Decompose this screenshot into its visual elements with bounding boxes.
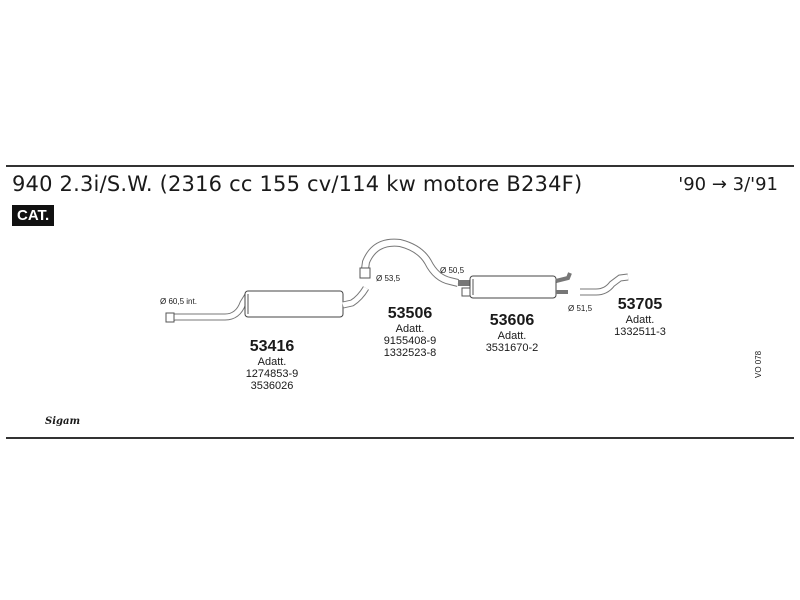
dimension-label-intermediate: Ø 53,5 bbox=[376, 274, 401, 283]
part-53416-drawing[interactable] bbox=[165, 286, 370, 323]
adapt-label: Adatt. bbox=[395, 323, 425, 335]
adapt-label: Adatt. bbox=[257, 356, 287, 368]
oem-reference: 1332523-8 bbox=[383, 347, 437, 359]
model-title: 940 2.3i/S.W. (2316 cc 155 cv/114 kw mot… bbox=[12, 172, 583, 196]
oem-reference: 3536026 bbox=[250, 380, 294, 392]
dimension-label-rear: Ø 50,5 bbox=[440, 266, 465, 275]
dimension-label-tail: Ø 51,5 bbox=[568, 304, 593, 313]
part-53506-drawing[interactable] bbox=[359, 238, 459, 287]
oem-reference: 1274853-9 bbox=[245, 368, 299, 380]
part-label-53705: 53705 Adatt. 1332511-3 bbox=[600, 296, 680, 338]
part-label-53606: 53606 Adatt. 3531670-2 bbox=[472, 312, 552, 354]
oem-reference: 3531670-2 bbox=[485, 342, 539, 354]
part-code: 53506 bbox=[387, 305, 433, 322]
dimension-label-inlet: Ø 60,5 int. bbox=[160, 297, 197, 306]
brand-logo: Sigam bbox=[45, 416, 81, 427]
part-code: 53705 bbox=[617, 296, 663, 313]
catalyst-badge: CAT. bbox=[12, 205, 55, 226]
oem-reference: 1332511-3 bbox=[614, 326, 666, 338]
adapt-label: Adatt. bbox=[497, 330, 527, 342]
part-label-53416: 53416 Adatt. 1274853-9 3536026 bbox=[232, 338, 312, 392]
diagram-reference-code: VO 078 bbox=[754, 350, 763, 378]
part-code: 53416 bbox=[249, 338, 295, 355]
adapt-label: Adatt. bbox=[625, 314, 655, 326]
oem-reference: 9155408-9 bbox=[383, 335, 437, 347]
part-53606-drawing[interactable] bbox=[458, 272, 572, 299]
year-range: '90 → 3/'91 bbox=[678, 174, 778, 195]
part-label-53506: 53506 Adatt. 9155408-9 1332523-8 bbox=[370, 305, 450, 359]
diagram-frame bbox=[6, 165, 794, 439]
part-53705-drawing[interactable] bbox=[580, 273, 629, 296]
part-code: 53606 bbox=[489, 312, 535, 329]
